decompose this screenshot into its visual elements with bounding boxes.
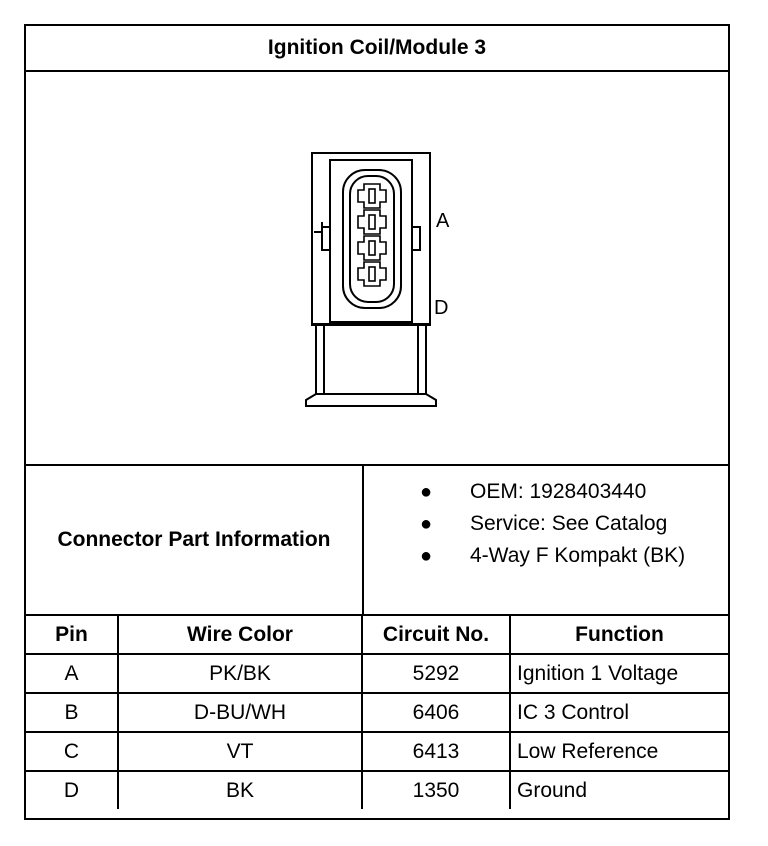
right-latch-tab <box>412 226 421 251</box>
cell-pin: A <box>26 653 119 694</box>
left-latch-tab <box>321 226 330 251</box>
cell-circuit-no: 1350 <box>361 770 511 809</box>
cell-pin: D <box>26 770 119 809</box>
info-item-service: ● Service: See Catalog <box>364 508 728 540</box>
connector-base <box>305 393 437 407</box>
connector-drawing: A D <box>305 152 450 407</box>
cell-circuit-no: 6413 <box>361 731 511 772</box>
connector-part-info: Connector Part Information ● OEM: 192840… <box>26 466 728 616</box>
info-item-text: OEM: 1928403440 <box>470 480 647 503</box>
cavity-outer <box>342 169 402 309</box>
header-circuit-no: Circuit No. <box>361 616 511 655</box>
cell-pin: B <box>26 692 119 733</box>
page-title: Ignition Coil/Module 3 <box>26 26 728 72</box>
terminal-d <box>357 261 387 287</box>
info-item-oem: ● OEM: 1928403440 <box>364 476 728 508</box>
connector-sheet: Ignition Coil/Module 3 <box>24 24 730 820</box>
terminal-a <box>357 183 387 209</box>
cell-function: Ground <box>509 770 728 809</box>
pin-table: Pin Wire Color Circuit No. Function A PK… <box>26 616 728 809</box>
cell-pin: C <box>26 731 119 772</box>
connector-part-info-list: ● OEM: 1928403440 ● Service: See Catalog… <box>364 466 728 614</box>
cell-circuit-no: 6406 <box>361 692 511 733</box>
cell-wire-color: D-BU/WH <box>117 692 363 733</box>
cell-wire-color: BK <box>117 770 363 809</box>
header-function: Function <box>509 616 728 655</box>
pin-label-d: D <box>434 297 448 319</box>
info-item-description: ● 4-Way F Kompakt (BK) <box>364 540 728 572</box>
cavity-inner <box>349 175 395 303</box>
terminal-c <box>357 235 387 261</box>
info-item-text: Service: See Catalog <box>470 512 668 535</box>
cell-wire-color: VT <box>117 731 363 772</box>
connector-body-inner <box>329 159 413 323</box>
table-row: A PK/BK 5292 Ignition 1 Voltage <box>26 653 728 694</box>
table-row: B D-BU/WH 6406 IC 3 Control <box>26 692 728 733</box>
table-row: C VT 6413 Low Reference <box>26 731 728 772</box>
cell-function: Ignition 1 Voltage <box>509 653 728 694</box>
terminal-b <box>357 209 387 235</box>
bullet-icon: ● <box>420 481 433 503</box>
cell-function: IC 3 Control <box>509 692 728 733</box>
cell-circuit-no: 5292 <box>361 653 511 694</box>
info-item-text: 4-Way F Kompakt (BK) <box>470 544 686 567</box>
connector-part-info-label: Connector Part Information <box>26 466 364 614</box>
header-wire-color: Wire Color <box>117 616 363 655</box>
header-pin: Pin <box>26 616 119 655</box>
cell-wire-color: PK/BK <box>117 653 363 694</box>
bullet-icon: ● <box>420 545 433 567</box>
pin-label-a: A <box>436 210 450 232</box>
cell-function: Low Reference <box>509 731 728 772</box>
left-latch <box>314 222 323 233</box>
table-row: D BK 1350 Ground <box>26 770 728 809</box>
connector-diagram: A D <box>26 72 728 466</box>
bullet-icon: ● <box>420 513 433 535</box>
pin-table-header: Pin Wire Color Circuit No. Function <box>26 616 728 655</box>
